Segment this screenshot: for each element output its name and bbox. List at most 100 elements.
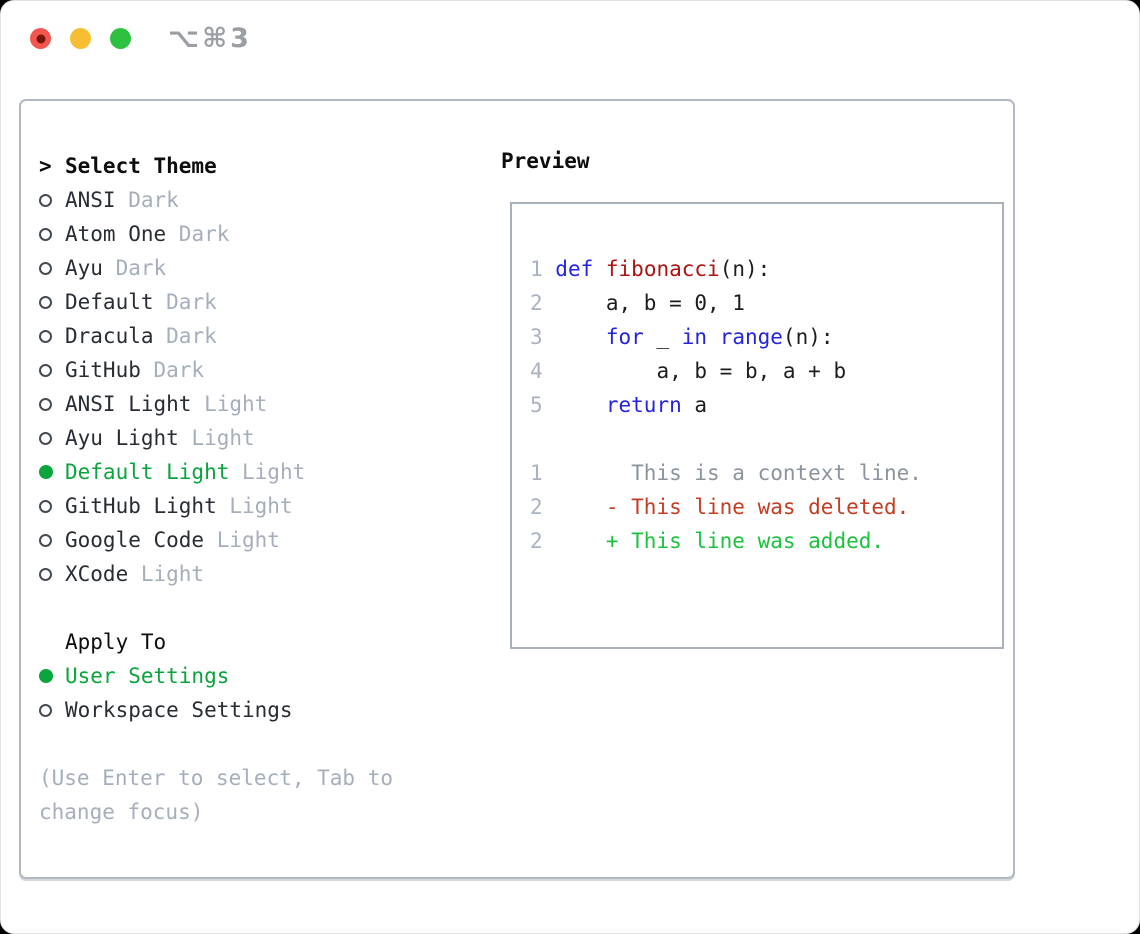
apply-to-header: Apply To <box>39 625 393 659</box>
help-line: change focus) <box>39 800 204 824</box>
help-line: (Use Enter to select, Tab to <box>39 766 394 790</box>
close-dot-icon <box>36 34 45 43</box>
theme-option-label: Default <box>65 290 154 314</box>
help-text: (Use Enter to select, Tab to change focus… <box>39 761 393 829</box>
traffic-light-minimize-button[interactable] <box>70 28 91 49</box>
code-segment: + This line was added. <box>555 529 885 553</box>
theme-option-ansi[interactable]: ANSI Dark <box>39 183 393 217</box>
code-segment: a, b = 0, 1 <box>555 291 745 315</box>
code-line: 2 - This line was deleted. <box>530 490 1002 524</box>
theme-option-label: Ayu <box>65 256 103 280</box>
line-number: 2 <box>530 291 556 315</box>
theme-option-ansi-light[interactable]: ANSI Light Light <box>39 387 393 421</box>
code-segment <box>707 325 720 349</box>
apply-to-label: Apply To <box>65 630 167 654</box>
select-theme-label: Select Theme <box>65 154 217 178</box>
code-segment: (n): <box>719 257 771 281</box>
code-line <box>530 422 1002 456</box>
theme-variant-label: Light <box>216 494 293 518</box>
radio-icon <box>39 499 65 513</box>
theme-variant-label: Light <box>128 562 205 586</box>
code-segment <box>555 393 606 417</box>
theme-variant-label: Dark <box>153 324 217 348</box>
code-line: 1 This is a context line. <box>530 456 1002 490</box>
line-number: 2 <box>530 495 556 519</box>
theme-option-label: GitHub <box>65 358 141 382</box>
radio-icon <box>39 227 65 241</box>
theme-variant-label: Dark <box>102 256 167 280</box>
theme-option-label: XCode <box>65 562 129 586</box>
line-number: 2 <box>530 529 556 553</box>
code-segment: fibonacci <box>605 257 720 281</box>
radio-icon <box>39 261 65 275</box>
traffic-light-zoom-button[interactable] <box>110 28 131 49</box>
theme-option-google-code[interactable]: Google Code Light <box>39 523 393 557</box>
code-line: 2 a, b = 0, 1 <box>530 286 1002 320</box>
theme-option-default-light[interactable]: Default Light Light <box>39 455 393 489</box>
preview-header: Preview <box>501 149 590 173</box>
code-line: 2 + This line was added. <box>530 524 1002 558</box>
code-segment: def <box>555 257 594 281</box>
code-segment <box>593 257 606 281</box>
code-segment: range <box>719 325 783 349</box>
theme-option-github-light[interactable]: GitHub Light Light <box>39 489 393 523</box>
theme-option-label: ANSI Light <box>65 392 192 416</box>
theme-variant-label: Dark <box>153 290 217 314</box>
theme-option-label: Google Code <box>65 528 205 552</box>
line-number: 4 <box>530 359 556 383</box>
code-segment: - This line was deleted. <box>555 495 910 519</box>
radio-selected-icon <box>39 465 65 479</box>
code-segment: (n): <box>782 325 834 349</box>
apply-option-label: User Settings <box>65 664 230 688</box>
code-segment: _ <box>643 325 682 349</box>
theme-variant-label: Dark <box>140 358 205 382</box>
spacer <box>39 727 393 761</box>
theme-variant-label: Light <box>191 392 268 416</box>
traffic-light-close-button[interactable] <box>30 28 51 49</box>
theme-variant-label: Light <box>178 426 255 450</box>
theme-option-default[interactable]: Default Dark <box>39 285 393 319</box>
theme-variant-label: Dark <box>166 222 230 246</box>
theme-option-ayu-light[interactable]: Ayu Light Light <box>39 421 393 455</box>
code-segment: a <box>681 393 708 417</box>
theme-option-github[interactable]: GitHub Dark <box>39 353 393 387</box>
preview-label: Preview <box>501 149 590 173</box>
theme-option-atom-one[interactable]: Atom One Dark <box>39 217 393 251</box>
radio-icon <box>39 193 65 207</box>
code-segment <box>555 325 606 349</box>
theme-option-label: Dracula <box>65 324 154 348</box>
code-segment: This is a context line. <box>555 461 922 485</box>
line-number: 1 <box>530 461 556 485</box>
line-number: 5 <box>530 393 556 417</box>
code-line: 5 return a <box>530 388 1002 422</box>
radio-icon <box>39 295 65 309</box>
theme-option-label: Default Light <box>65 460 230 484</box>
radio-icon <box>39 363 65 377</box>
radio-icon <box>39 567 65 581</box>
theme-option-label: ANSI <box>65 188 116 212</box>
theme-variant-label: Dark <box>115 188 179 212</box>
theme-option-label: Ayu Light <box>65 426 179 450</box>
line-number: 3 <box>530 325 556 349</box>
radio-icon <box>39 703 65 717</box>
theme-variant-label: Light <box>229 460 306 484</box>
theme-option-ayu[interactable]: Ayu Dark <box>39 251 393 285</box>
apply-option-workspace-settings[interactable]: Workspace Settings <box>39 693 393 727</box>
code-segment: in <box>681 325 708 349</box>
theme-option-label: GitHub Light <box>65 494 217 518</box>
theme-option-xcode[interactable]: XCode Light <box>39 557 393 591</box>
traffic-lights <box>30 28 131 49</box>
radio-icon <box>39 431 65 445</box>
chevron-right-icon: > <box>39 154 52 178</box>
theme-option-dracula[interactable]: Dracula Dark <box>39 319 393 353</box>
code-segment: for <box>605 325 644 349</box>
apply-option-user-settings[interactable]: User Settings <box>39 659 393 693</box>
code-line: 1 def fibonacci(n): <box>530 252 1002 286</box>
spacer <box>39 591 393 625</box>
